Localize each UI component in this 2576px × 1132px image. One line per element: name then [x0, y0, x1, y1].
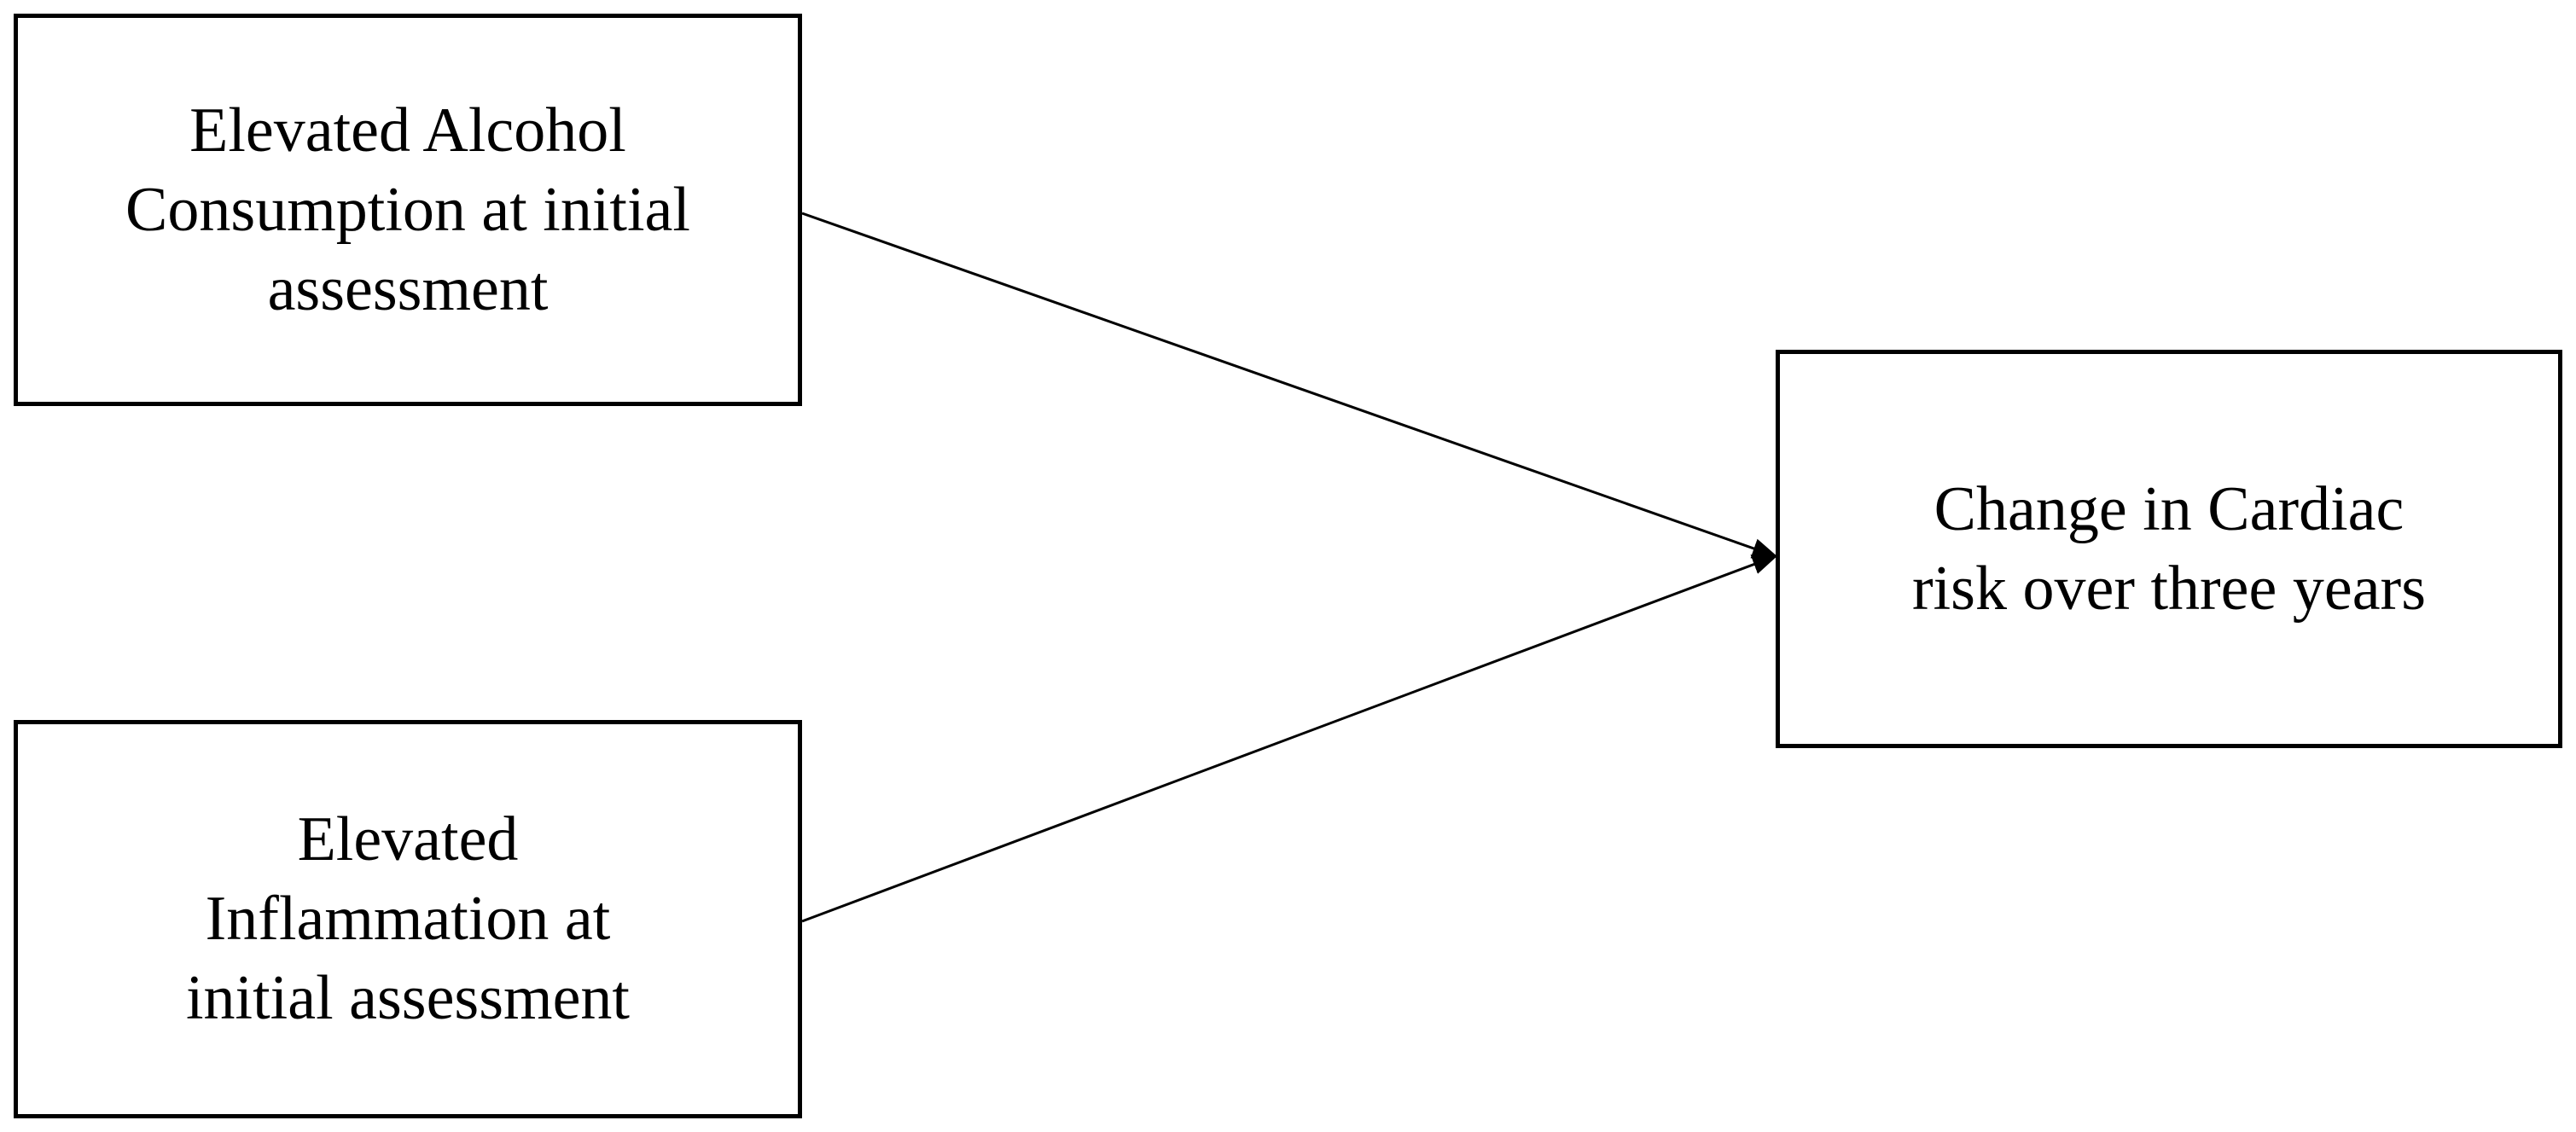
- node-inflammation: Elevated Inflammation at initial assessm…: [14, 720, 802, 1118]
- node-inflammation-line-1: Elevated: [297, 804, 519, 874]
- node-inflammation-line-3: initial assessment: [186, 963, 630, 1033]
- node-alcohol-line-1: Elevated Alcohol: [189, 95, 626, 165]
- node-alcohol-line-2: Consumption at initial: [125, 174, 690, 245]
- node-cardiac-line-2: risk over three years: [1911, 553, 2426, 624]
- node-inflammation-label: Elevated Inflammation at initial assessm…: [186, 800, 630, 1038]
- node-alcohol-line-3: assessment: [267, 253, 549, 324]
- arrow-alcohol-to-cardiac: [801, 212, 1778, 559]
- node-cardiac-line-1: Change in Cardiac: [1933, 473, 2404, 544]
- node-alcohol-consumption: Elevated Alcohol Consumption at initial …: [14, 14, 802, 406]
- arrow-inflammation-to-cardiac: [801, 554, 1778, 923]
- node-inflammation-line-2: Inflammation at: [205, 884, 611, 954]
- node-cardiac-risk: Change in Cardiac risk over three years: [1776, 350, 2562, 748]
- node-alcohol-label: Elevated Alcohol Consumption at initial …: [125, 91, 690, 329]
- node-cardiac-label: Change in Cardiac risk over three years: [1912, 470, 2426, 629]
